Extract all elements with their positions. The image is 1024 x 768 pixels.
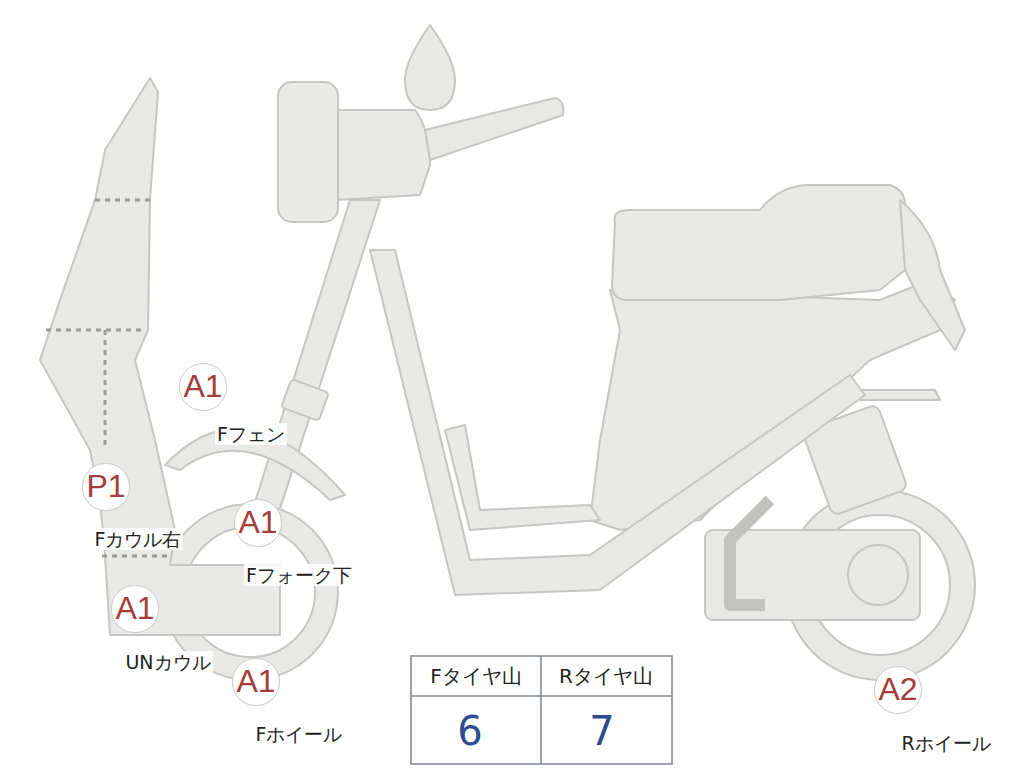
part-name: UNカウル [123, 651, 212, 674]
damage-code: A1 [112, 586, 157, 631]
tail-cowl [900, 200, 965, 350]
frame-floor [370, 250, 865, 595]
callout-circle: P1Fカウル右 [82, 463, 129, 510]
damage-code: A1 [180, 364, 225, 409]
tread-table [411, 656, 672, 764]
rear-hub [848, 545, 908, 605]
seat [612, 185, 905, 300]
table-header: Rタイヤ山 [559, 665, 653, 687]
front-cowl [40, 78, 280, 635]
callout-circle: A1UNカウル [111, 585, 158, 632]
part-name: Fフォーク下 [244, 564, 354, 587]
callout-circle: A1Fホイール [232, 658, 279, 705]
part-name: Rホイール [899, 732, 992, 755]
panel-split-lines [46, 200, 170, 556]
rear-body [590, 280, 955, 530]
part-name: Fフェン [215, 423, 287, 446]
part-name: Fカウル右 [93, 528, 184, 551]
part-name: Fホイール [254, 723, 345, 746]
damage-code: A1 [233, 659, 278, 704]
footrest [445, 425, 600, 530]
callout-circle: A2Rホイール [874, 666, 921, 713]
damage-code: P1 [83, 464, 128, 509]
handlebar-grip [425, 98, 563, 160]
callout-circle: A1Fフォーク下 [234, 499, 281, 546]
muffler-pipe [730, 500, 770, 605]
damage-code: A2 [875, 667, 920, 712]
tread-value: 7 [589, 709, 614, 753]
headlight [278, 82, 338, 222]
tread-value: 6 [457, 709, 482, 753]
table-header: Fタイヤ山 [430, 665, 522, 687]
handle-cover [330, 110, 430, 200]
callout-circle: A1Fフェン [179, 363, 226, 410]
mirror [405, 25, 455, 110]
damage-code: A1 [235, 500, 280, 545]
fork-clamp [281, 379, 329, 421]
